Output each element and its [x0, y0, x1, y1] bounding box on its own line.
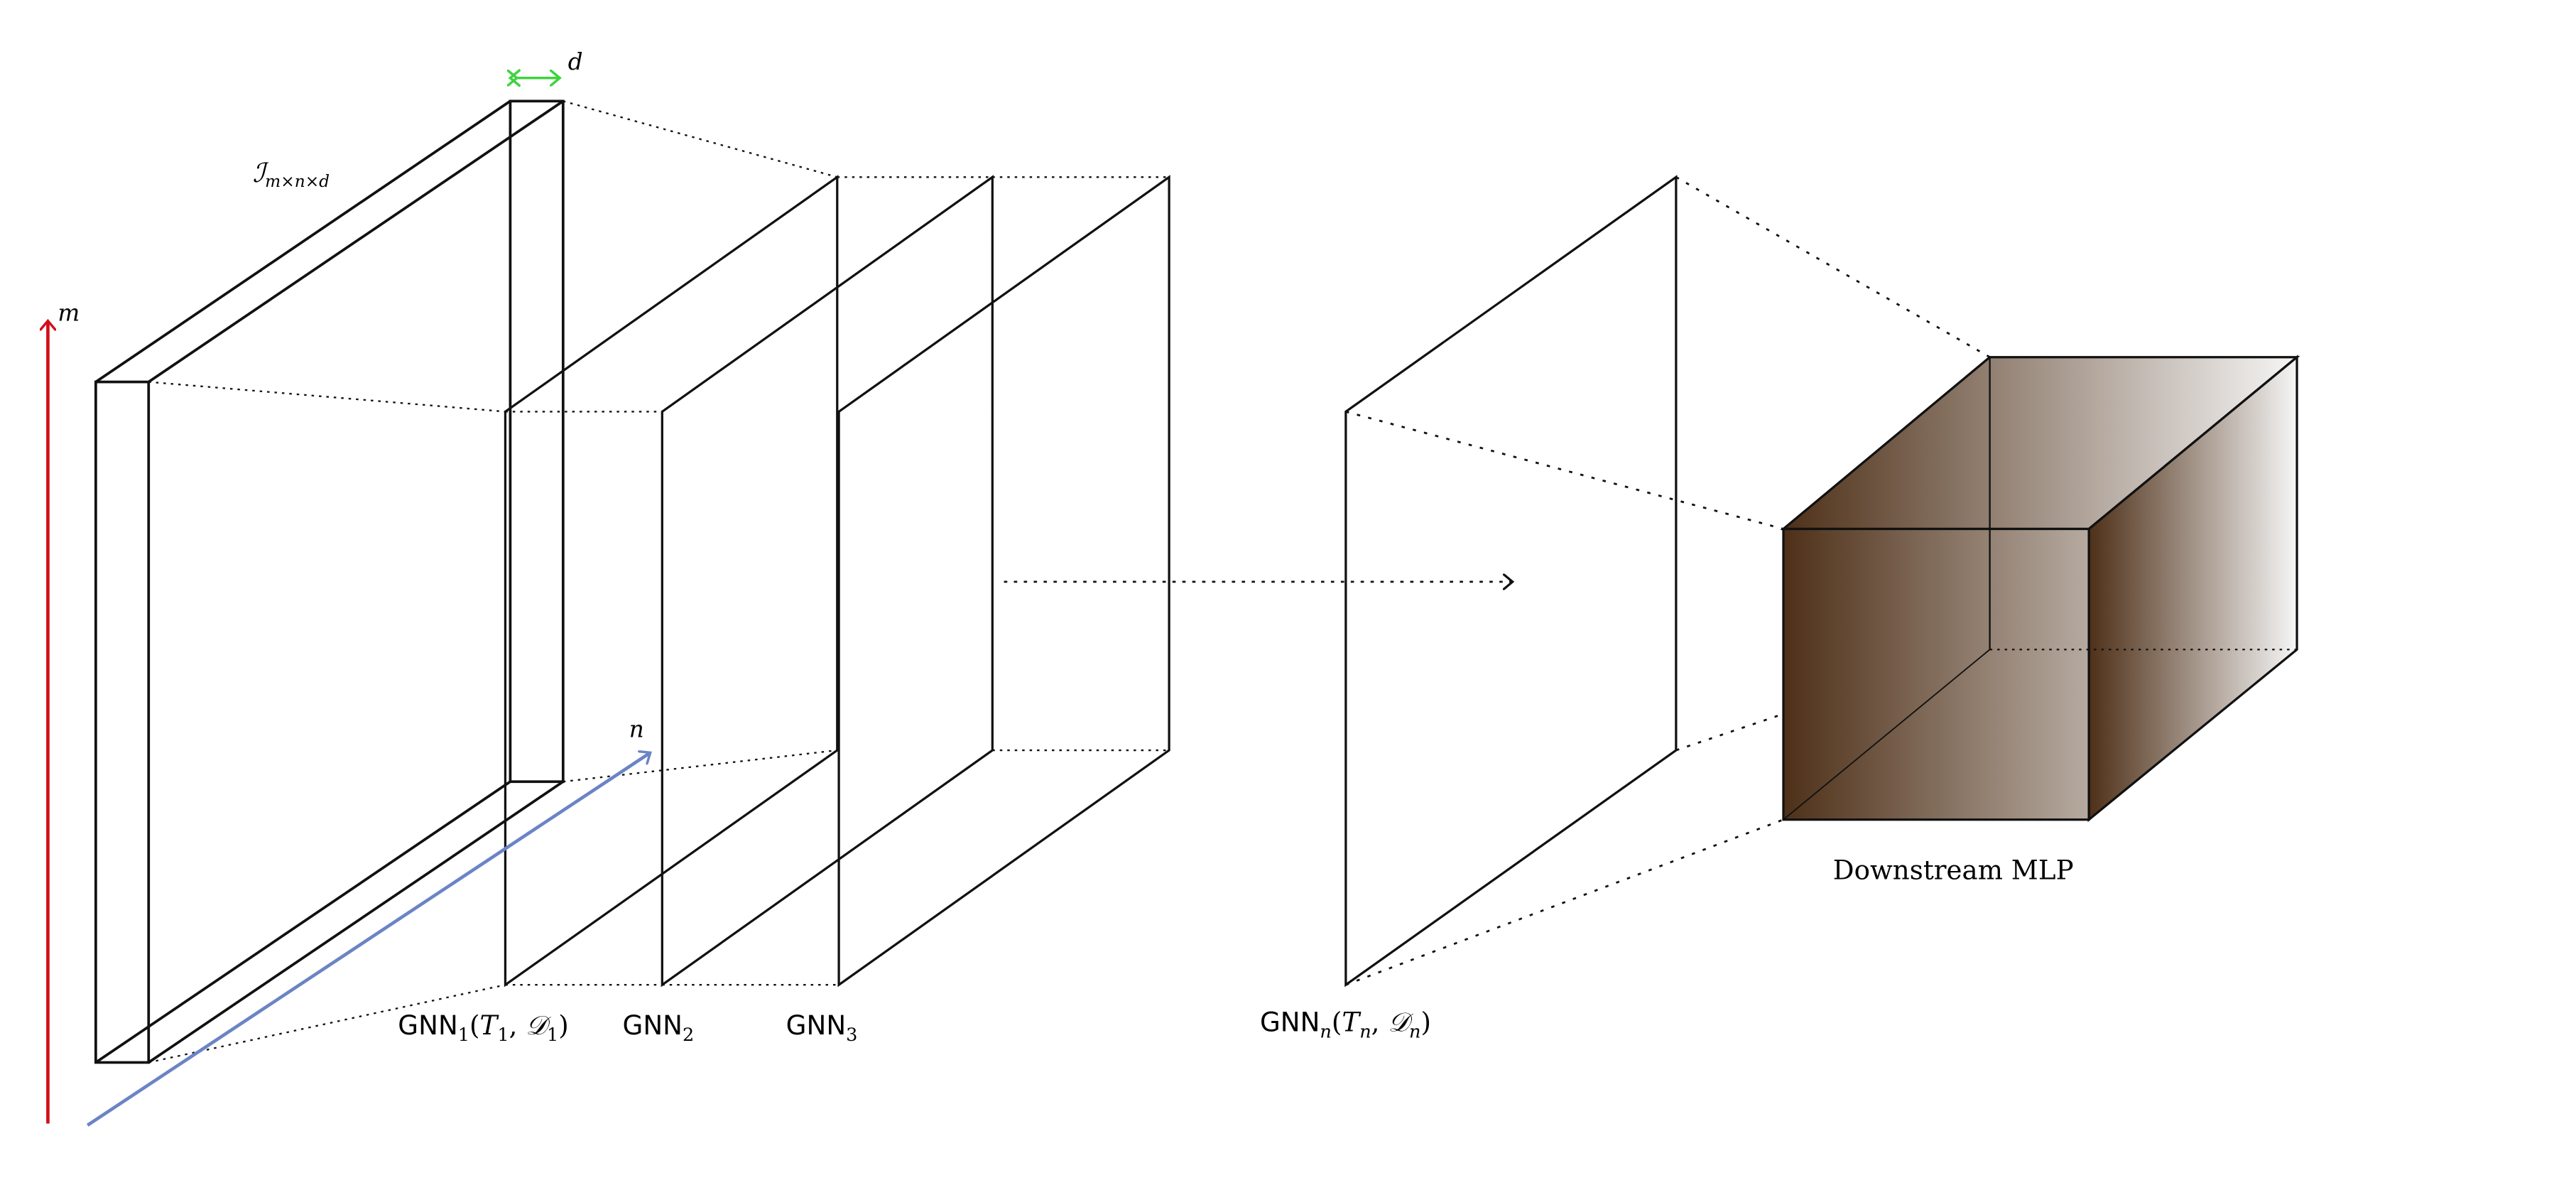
gnn-layer-2-plane — [661, 175, 994, 988]
mlp-cube — [1780, 355, 2300, 823]
d-axis-label: d — [568, 48, 583, 75]
gnn-layer-n-plane — [1344, 175, 1678, 988]
input-tensor-front-face — [94, 380, 151, 1064]
d-axis-arrow-left-head — [508, 68, 521, 87]
n-axis-label: n — [629, 715, 644, 742]
gnn-layer-1-plane — [504, 175, 839, 988]
gnn-layer-1-label: GNN1(T1, 𝒟1) — [398, 1010, 568, 1046]
input-tensor-label: ℐm×n×d — [253, 157, 330, 191]
gnn-layer-3-label: GNN3 — [786, 1010, 858, 1046]
gnn-layer-2-label: GNN2 — [623, 1010, 695, 1046]
projection-lines-input — [148, 100, 838, 1064]
input-tensor — [94, 99, 565, 1064]
gnn-layer-n-label: GNNn(Tn, 𝒟n) — [1260, 1006, 1431, 1042]
projection-lines-mlp — [1345, 176, 1991, 986]
n-axis-arrow — [86, 754, 649, 1127]
mlp-label: Downstream MLP — [1833, 854, 2074, 885]
mlp-cube-front-face — [1782, 527, 2090, 821]
gnn-layer-3-plane — [837, 175, 1170, 988]
input-tensor-back-face — [509, 99, 565, 784]
m-axis-label: m — [58, 300, 80, 327]
